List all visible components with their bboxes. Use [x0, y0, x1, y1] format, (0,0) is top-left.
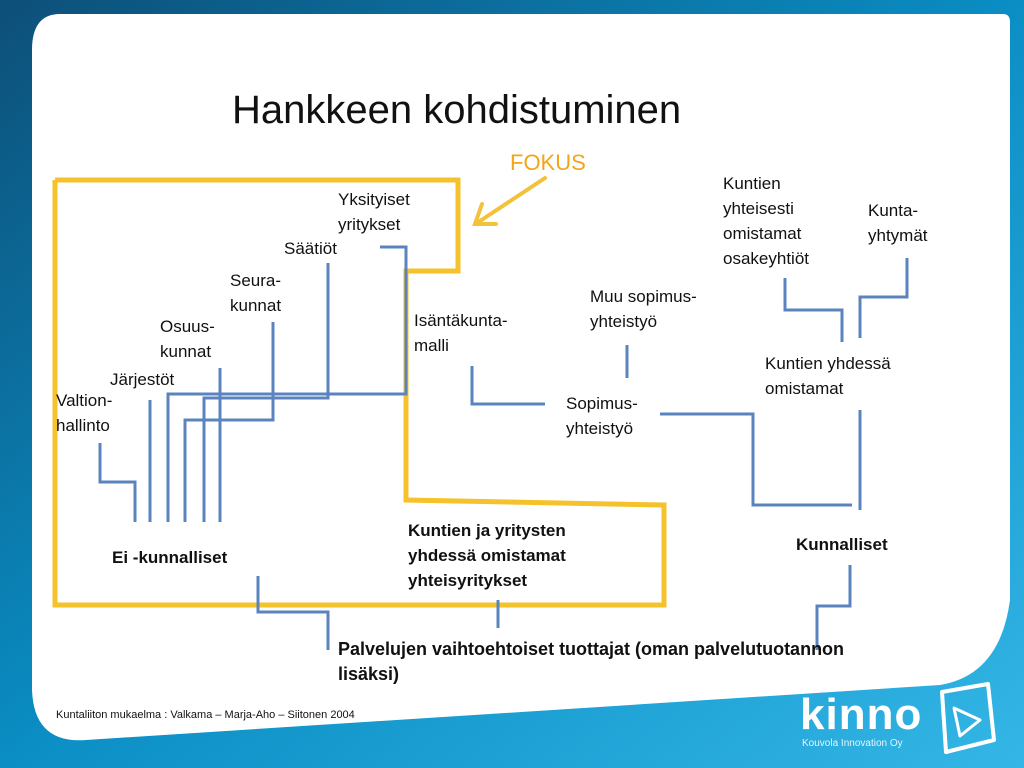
- white-panel: [32, 14, 1010, 741]
- kinno-logo-tagline: Kouvola Innovation Oy: [802, 738, 903, 749]
- node-saatiot: Säätiöt: [284, 239, 337, 258]
- node-valtionhallinto: Valtion- hallinto: [56, 391, 113, 435]
- source-credit: Kuntaliiton mukaelma : Valkama – Marja-A…: [56, 709, 355, 721]
- node-kunnalliset: Kunnalliset: [796, 535, 888, 554]
- node-kuntayhtymat: Kunta- yhtymät: [868, 201, 928, 245]
- node-kuntien-yhdessa-omistamat: Kuntien yhdessä omistamat: [765, 354, 891, 398]
- focus-label: FOKUS: [510, 150, 586, 175]
- node-isantakunta-malli: Isäntäkunta- malli: [414, 311, 508, 355]
- connector-lines: [98, 245, 909, 650]
- node-yksityiset-yritykset: Yksityiset yritykset: [338, 190, 410, 234]
- node-kuntien-yhteisesti-omistamat: Kuntien yhteisesti omistamat osakeyhtiöt: [723, 174, 809, 268]
- node-kuntien-ja-yritysten-yhteisyritykset: Kuntien ja yritysten yhdessä omistamat y…: [408, 521, 566, 590]
- kinno-logo-wordmark: kinno: [800, 690, 923, 739]
- node-jarjestot: Järjestöt: [110, 370, 175, 389]
- focus-arrow: [472, 176, 547, 226]
- node-palvelujen-vaihtoehtoiset-tuottajat: Palvelujen vaihtoehtoiset tuottajat (oma…: [338, 639, 845, 684]
- node-seurakunnat: Seura- kunnat: [230, 271, 282, 315]
- node-osuuskunnat: Osuus- kunnat: [160, 317, 215, 361]
- node-muu-sopimusyhteistyo: Muu sopimus- yhteistyö: [590, 287, 697, 331]
- node-ei-kunnalliset: Ei -kunnalliset: [112, 548, 228, 567]
- node-sopimusyhteistyo: Sopimus- yhteistyö: [566, 394, 638, 438]
- slide-title: Hankkeen kohdistuminen: [232, 88, 682, 132]
- kinno-logo-icon: [940, 682, 996, 754]
